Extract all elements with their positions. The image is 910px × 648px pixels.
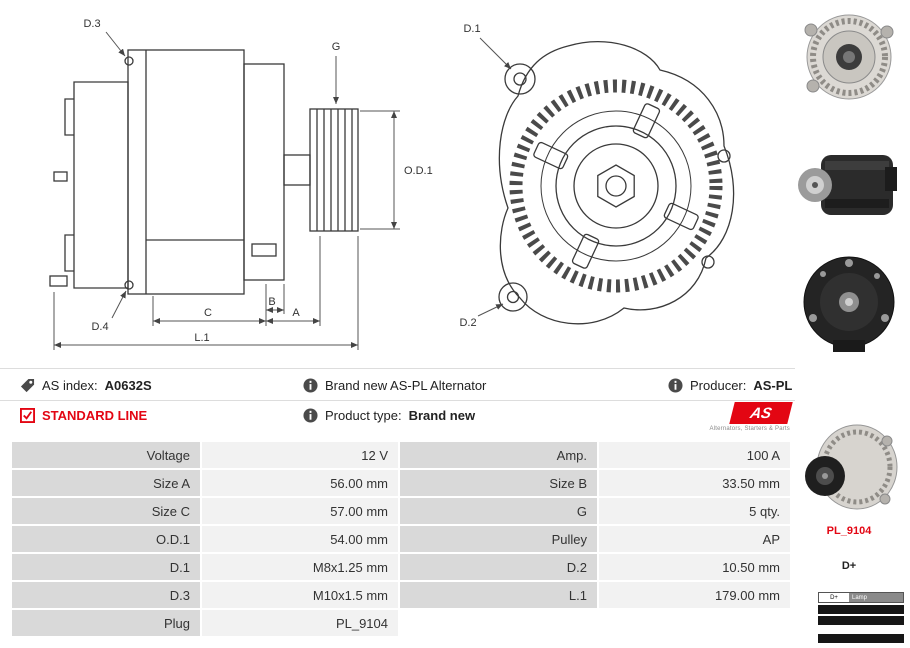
dim-label-b: B bbox=[268, 296, 275, 308]
legend-header-row: D+ Lamp bbox=[818, 592, 904, 603]
dim-label-l1: L.1 bbox=[194, 332, 209, 344]
technical-drawings: D.3 G O.D.1 D.4 C B A L.1 D.1 D.2 bbox=[49, 18, 735, 350]
producer-row: Producer: AS-PL bbox=[668, 375, 792, 395]
spec-value-cell: AP bbox=[599, 526, 790, 552]
spec-value-cell: 33.50 mm bbox=[599, 470, 790, 496]
spec-table: Voltage 12 V Amp. 100 A Size A 56.00 mm … bbox=[12, 442, 790, 636]
spec-value-cell: 179.00 mm bbox=[599, 582, 790, 608]
spec-label-cell: L.1 bbox=[400, 582, 597, 608]
as-pl-logo-mark: AS bbox=[729, 402, 793, 424]
spec-value-cell: 12 V bbox=[202, 442, 398, 468]
spec-label-cell: Pulley bbox=[400, 526, 597, 552]
dim-label-g: G bbox=[332, 41, 341, 53]
dim-label-od1: O.D.1 bbox=[404, 165, 433, 177]
as-index-label: AS index: bbox=[42, 377, 98, 393]
legend-bar bbox=[818, 616, 904, 625]
product-photo-1 bbox=[793, 8, 905, 108]
divider bbox=[0, 400, 795, 401]
plug-code-label: PL_9104 bbox=[826, 525, 872, 537]
spec-value-cell: 10.50 mm bbox=[599, 554, 790, 580]
product-photo-3 bbox=[793, 248, 905, 360]
spec-value-cell: M8x1.25 mm bbox=[202, 554, 398, 580]
checkbox-checked-icon bbox=[20, 407, 35, 423]
brand-new-text: Brand new AS-PL Alternator bbox=[325, 377, 487, 393]
product-type-label: Product type: bbox=[325, 407, 402, 423]
spec-label-cell: Voltage bbox=[12, 442, 200, 468]
as-index-row: AS index: A0632S bbox=[20, 375, 152, 395]
legend-lamp-cell: Lamp bbox=[849, 593, 903, 602]
spec-empty-cell bbox=[599, 610, 790, 636]
product-photo-2 bbox=[793, 136, 905, 234]
spec-value-cell: 54.00 mm bbox=[202, 526, 398, 552]
dim-label-d4: D.4 bbox=[91, 321, 108, 333]
spec-label-cell: Amp. bbox=[400, 442, 597, 468]
info-icon bbox=[668, 377, 683, 393]
spec-label-cell: Size B bbox=[400, 470, 597, 496]
legend-bar bbox=[818, 605, 904, 614]
product-photo-4 bbox=[793, 420, 905, 520]
spec-label-cell: O.D.1 bbox=[12, 526, 200, 552]
dim-label-c: C bbox=[204, 307, 212, 319]
spec-value-cell: PL_9104 bbox=[202, 610, 398, 636]
side-view-drawing bbox=[49, 49, 359, 295]
spec-label-cell: Plug bbox=[12, 610, 200, 636]
dim-label-d2: D.2 bbox=[459, 317, 476, 329]
spec-label-cell: G bbox=[400, 498, 597, 524]
divider bbox=[0, 368, 795, 369]
spec-value-cell: 57.00 mm bbox=[202, 498, 398, 524]
spec-label-cell: D.1 bbox=[12, 554, 200, 580]
dim-label-d3: D.3 bbox=[83, 18, 100, 30]
info-icon bbox=[303, 407, 318, 423]
terminal-label: D+ bbox=[841, 560, 857, 572]
tag-icon bbox=[20, 378, 35, 393]
spec-value-cell: M10x1.5 mm bbox=[202, 582, 398, 608]
product-type-value: Brand new bbox=[408, 407, 476, 423]
spec-label-cell: D.2 bbox=[400, 554, 597, 580]
info-icon bbox=[303, 377, 318, 393]
as-index-value: A0632S bbox=[104, 377, 152, 393]
dim-label-d1: D.1 bbox=[463, 23, 480, 35]
spec-value-cell: 5 qty. bbox=[599, 498, 790, 524]
legend-bar bbox=[818, 634, 904, 643]
spec-label-cell: D.3 bbox=[12, 582, 200, 608]
standard-line-label: STANDARD LINE bbox=[42, 407, 148, 423]
side-view-dimensions bbox=[53, 31, 400, 350]
spec-label-cell: Size A bbox=[12, 470, 200, 496]
product-type-row: Product type: Brand new bbox=[303, 405, 475, 425]
producer-label: Producer: bbox=[690, 377, 747, 393]
spec-value-cell: 56.00 mm bbox=[202, 470, 398, 496]
spec-label-cell: Size C bbox=[12, 498, 200, 524]
spec-empty-cell bbox=[400, 610, 597, 636]
spec-value-cell: 100 A bbox=[599, 442, 790, 468]
standard-line-row: STANDARD LINE bbox=[20, 405, 147, 425]
as-pl-logo: AS Alternators, Starters & Parts bbox=[694, 402, 793, 432]
front-view-drawing bbox=[498, 40, 735, 325]
as-pl-logo-tagline: Alternators, Starters & Parts bbox=[709, 426, 790, 432]
legend-terminal-cell: D+ bbox=[819, 593, 849, 602]
dim-label-a: A bbox=[292, 307, 300, 319]
front-view-dimensions bbox=[477, 37, 512, 317]
brand-new-row: Brand new AS-PL Alternator bbox=[303, 375, 486, 395]
terminal-legend: D+ Lamp bbox=[818, 592, 904, 627]
producer-value: AS-PL bbox=[753, 377, 793, 393]
